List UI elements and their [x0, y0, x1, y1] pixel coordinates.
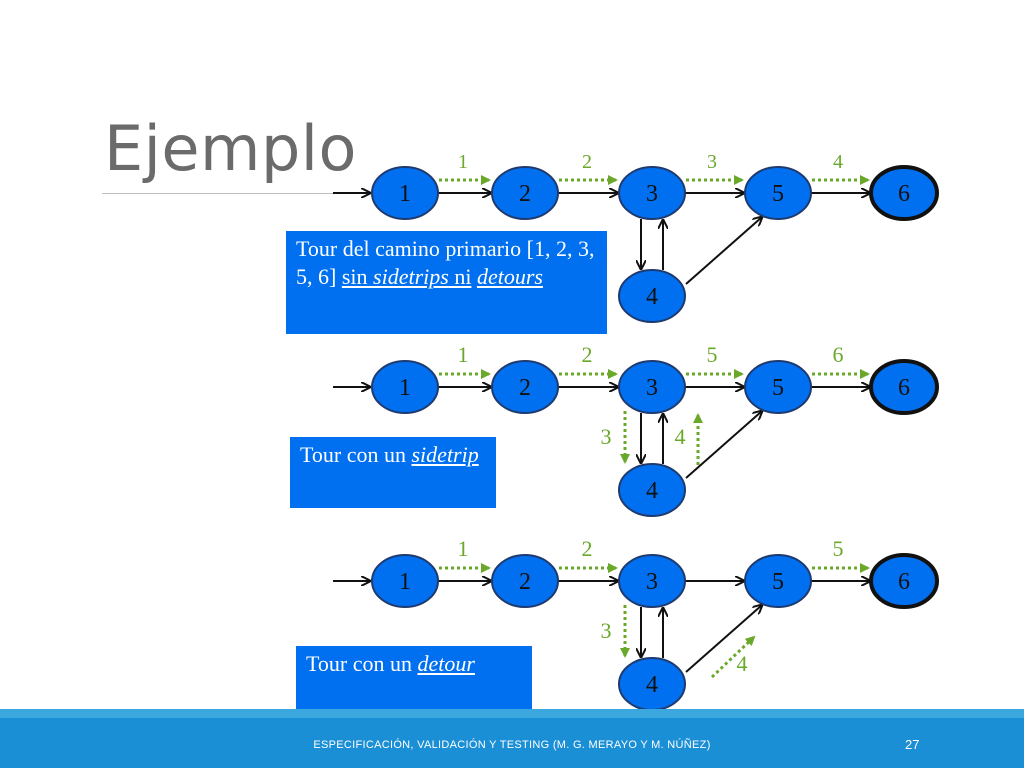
node-label-6: 6 — [898, 375, 910, 401]
footer-bar — [0, 718, 1024, 768]
edge-4-5 — [685, 411, 762, 479]
node-label-1: 1 — [399, 569, 411, 595]
tour-label: 4 — [833, 151, 843, 173]
tour-label: 2 — [582, 151, 592, 173]
node-label-2: 2 — [519, 181, 531, 207]
tour-label: 4 — [737, 651, 748, 676]
tour-label: 3 — [601, 618, 612, 643]
node-2 — [491, 360, 559, 414]
caption-primary-detours: detours — [476, 264, 543, 289]
caption-primary-ni: ni — [448, 264, 472, 289]
graph-primary: 1 2 3 5 6 4 1 2 3 4 — [333, 151, 939, 323]
tour-label: 3 — [707, 151, 717, 173]
node-label-3: 3 — [646, 569, 658, 595]
tour-step-4-5 — [710, 635, 756, 679]
node-5 — [744, 554, 812, 608]
node-3 — [618, 360, 686, 414]
tour-label: 5 — [707, 342, 718, 367]
node-label-5: 5 — [772, 569, 784, 595]
node-4 — [618, 269, 686, 323]
node-4 — [618, 463, 686, 517]
node-label-2: 2 — [519, 375, 531, 401]
caption-detour: Tour con un detour — [296, 646, 532, 718]
caption-primary-path: Tour del camino primario [1, 2, 3, 5, 6]… — [286, 231, 607, 334]
edge-4-5 — [685, 605, 762, 673]
tour-label: 3 — [601, 424, 612, 449]
tour-label: 1 — [458, 536, 469, 561]
node-label-6: 6 — [898, 569, 910, 595]
footer-text: ESPECIFICACIÓN, VALIDACIÓN Y TESTING (M.… — [313, 739, 711, 751]
tour-label: 5 — [833, 536, 844, 561]
caption-sidetrip-term: sidetrip — [411, 442, 479, 467]
tour-label: 2 — [582, 342, 593, 367]
caption-primary-sidetrips: sidetrips — [373, 264, 449, 289]
tour-label: 1 — [458, 151, 468, 173]
tour-label: 1 — [458, 342, 469, 367]
node-label-4: 4 — [646, 284, 658, 310]
tour-label: 2 — [582, 536, 593, 561]
node-5 — [744, 360, 812, 414]
node-3 — [618, 554, 686, 608]
node-label-1: 1 — [399, 181, 411, 207]
node-label-1: 1 — [399, 375, 411, 401]
caption-detour-term: detour — [417, 651, 475, 676]
graph-detour: 1 2 3 5 6 4 1 2 5 3 4 — [333, 536, 939, 709]
node-1 — [371, 360, 439, 414]
node-label-2: 2 — [519, 569, 531, 595]
tour-label: 4 — [675, 424, 686, 449]
title-divider — [102, 193, 338, 194]
footer-accent-bar — [0, 709, 1024, 718]
node-label-3: 3 — [646, 375, 658, 401]
node-label-3: 3 — [646, 181, 658, 207]
caption-primary-underlined: sin — [341, 264, 374, 289]
tour-label: 6 — [833, 342, 844, 367]
node-5 — [744, 166, 812, 220]
node-6 — [869, 165, 939, 221]
slide-title: Ejemplo — [104, 112, 357, 185]
node-2 — [491, 166, 559, 220]
node-1 — [371, 554, 439, 608]
node-3 — [618, 166, 686, 220]
node-6 — [869, 553, 939, 609]
edge-4-5 — [685, 217, 762, 285]
page-number: 27 — [905, 737, 920, 752]
caption-sidetrip-text: Tour con un — [300, 442, 412, 467]
node-2 — [491, 554, 559, 608]
caption-detour-text: Tour con un — [306, 651, 418, 676]
node-4 — [618, 657, 686, 709]
node-6 — [869, 359, 939, 415]
node-label-5: 5 — [772, 375, 784, 401]
node-label-4: 4 — [646, 672, 658, 698]
node-label-5: 5 — [772, 181, 784, 207]
node-label-6: 6 — [898, 181, 910, 207]
node-label-4: 4 — [646, 478, 658, 504]
caption-primary-text: Tour del camino primario [1, 2, 3, 5, 6] — [296, 236, 595, 289]
node-1 — [371, 166, 439, 220]
caption-sidetrip: Tour con un sidetrip — [290, 437, 496, 508]
